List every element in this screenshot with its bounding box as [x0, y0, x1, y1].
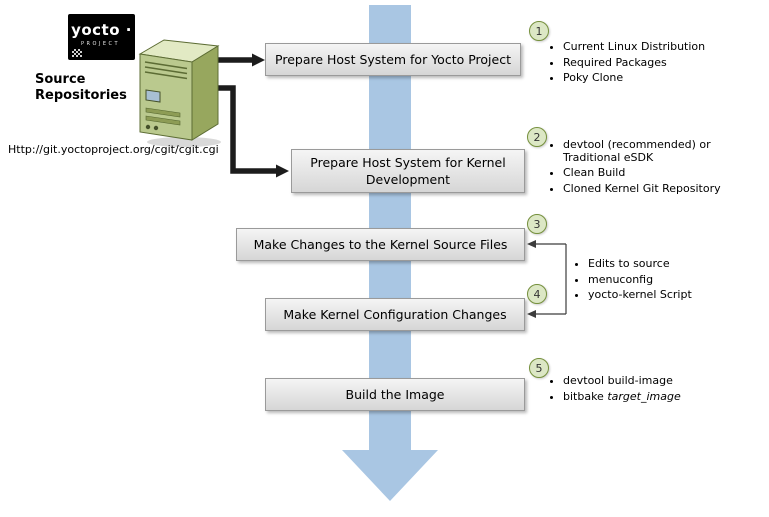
step-box-5: Build the Image [265, 378, 525, 411]
step-number-5: 5 [529, 358, 549, 378]
step-box-3-label: Make Changes to the Kernel Source Files [253, 237, 508, 252]
step-box-4-label: Make Kernel Configuration Changes [283, 307, 507, 322]
step-box-3: Make Changes to the Kernel Source Files [236, 228, 525, 261]
note-item: Poky Clone [563, 71, 751, 85]
note-item: devtool build-image [563, 374, 751, 388]
yocto-logo: yocto · PROJECT [68, 14, 135, 60]
note-item: Edits to source [588, 257, 756, 271]
note-item: bitbake target_image [563, 389, 751, 404]
source-repositories-label: Source Repositories [35, 72, 127, 104]
note-item: menuconfig [588, 273, 756, 287]
arrow-server-to-step1-icon [214, 53, 265, 67]
step-number-3: 3 [527, 214, 547, 234]
step-number-1: 1 [529, 21, 549, 41]
yocto-logo-subtitle: PROJECT [81, 41, 121, 47]
yocto-logo-pixel-grid-icon [72, 49, 82, 57]
source-repositories-label-line1: Source [35, 72, 86, 87]
step-box-4: Make Kernel Configuration Changes [265, 298, 525, 331]
arrow-server-to-step2-icon [216, 85, 289, 178]
bracket-steps-3-4-icon [527, 240, 567, 318]
source-repositories-label-line2: Repositories [35, 88, 127, 103]
source-repository-server-icon [138, 39, 221, 147]
note-item-italic: target_image [607, 389, 681, 403]
yocto-logo-title: yocto · [71, 21, 132, 39]
note-item: Required Packages [563, 56, 751, 70]
note-item: Clean Build [563, 166, 741, 180]
note-item: yocto-kernel Script [588, 288, 756, 302]
step-number-4: 4 [527, 284, 547, 304]
note-item: devtool (recommended) or Traditional eSD… [563, 138, 741, 164]
notes-step-1: Current Linux Distribution Required Pack… [551, 40, 751, 88]
step-box-5-label: Build the Image [345, 387, 445, 402]
step-box-1: Prepare Host System for Yocto Project [265, 43, 521, 76]
notes-step-2: devtool (recommended) or Traditional eSD… [551, 138, 741, 198]
step-number-2: 2 [527, 127, 547, 147]
source-repository-url: Http://git.yoctoproject.org/cgit/cgit.cg… [8, 143, 219, 156]
note-item-plain: bitbake [563, 389, 608, 403]
notes-step-5: devtool build-image bitbake target_image [551, 374, 751, 406]
notes-steps-3-4: Edits to source menuconfig yocto-kernel … [576, 257, 756, 305]
note-item: Current Linux Distribution [563, 40, 751, 54]
note-item: Cloned Kernel Git Repository [563, 182, 741, 196]
step-box-1-label: Prepare Host System for Yocto Project [275, 52, 511, 67]
step-box-2: Prepare Host System for Kernel Developme… [291, 149, 525, 193]
step-box-2-label: Prepare Host System for Kernel Developme… [310, 155, 506, 187]
